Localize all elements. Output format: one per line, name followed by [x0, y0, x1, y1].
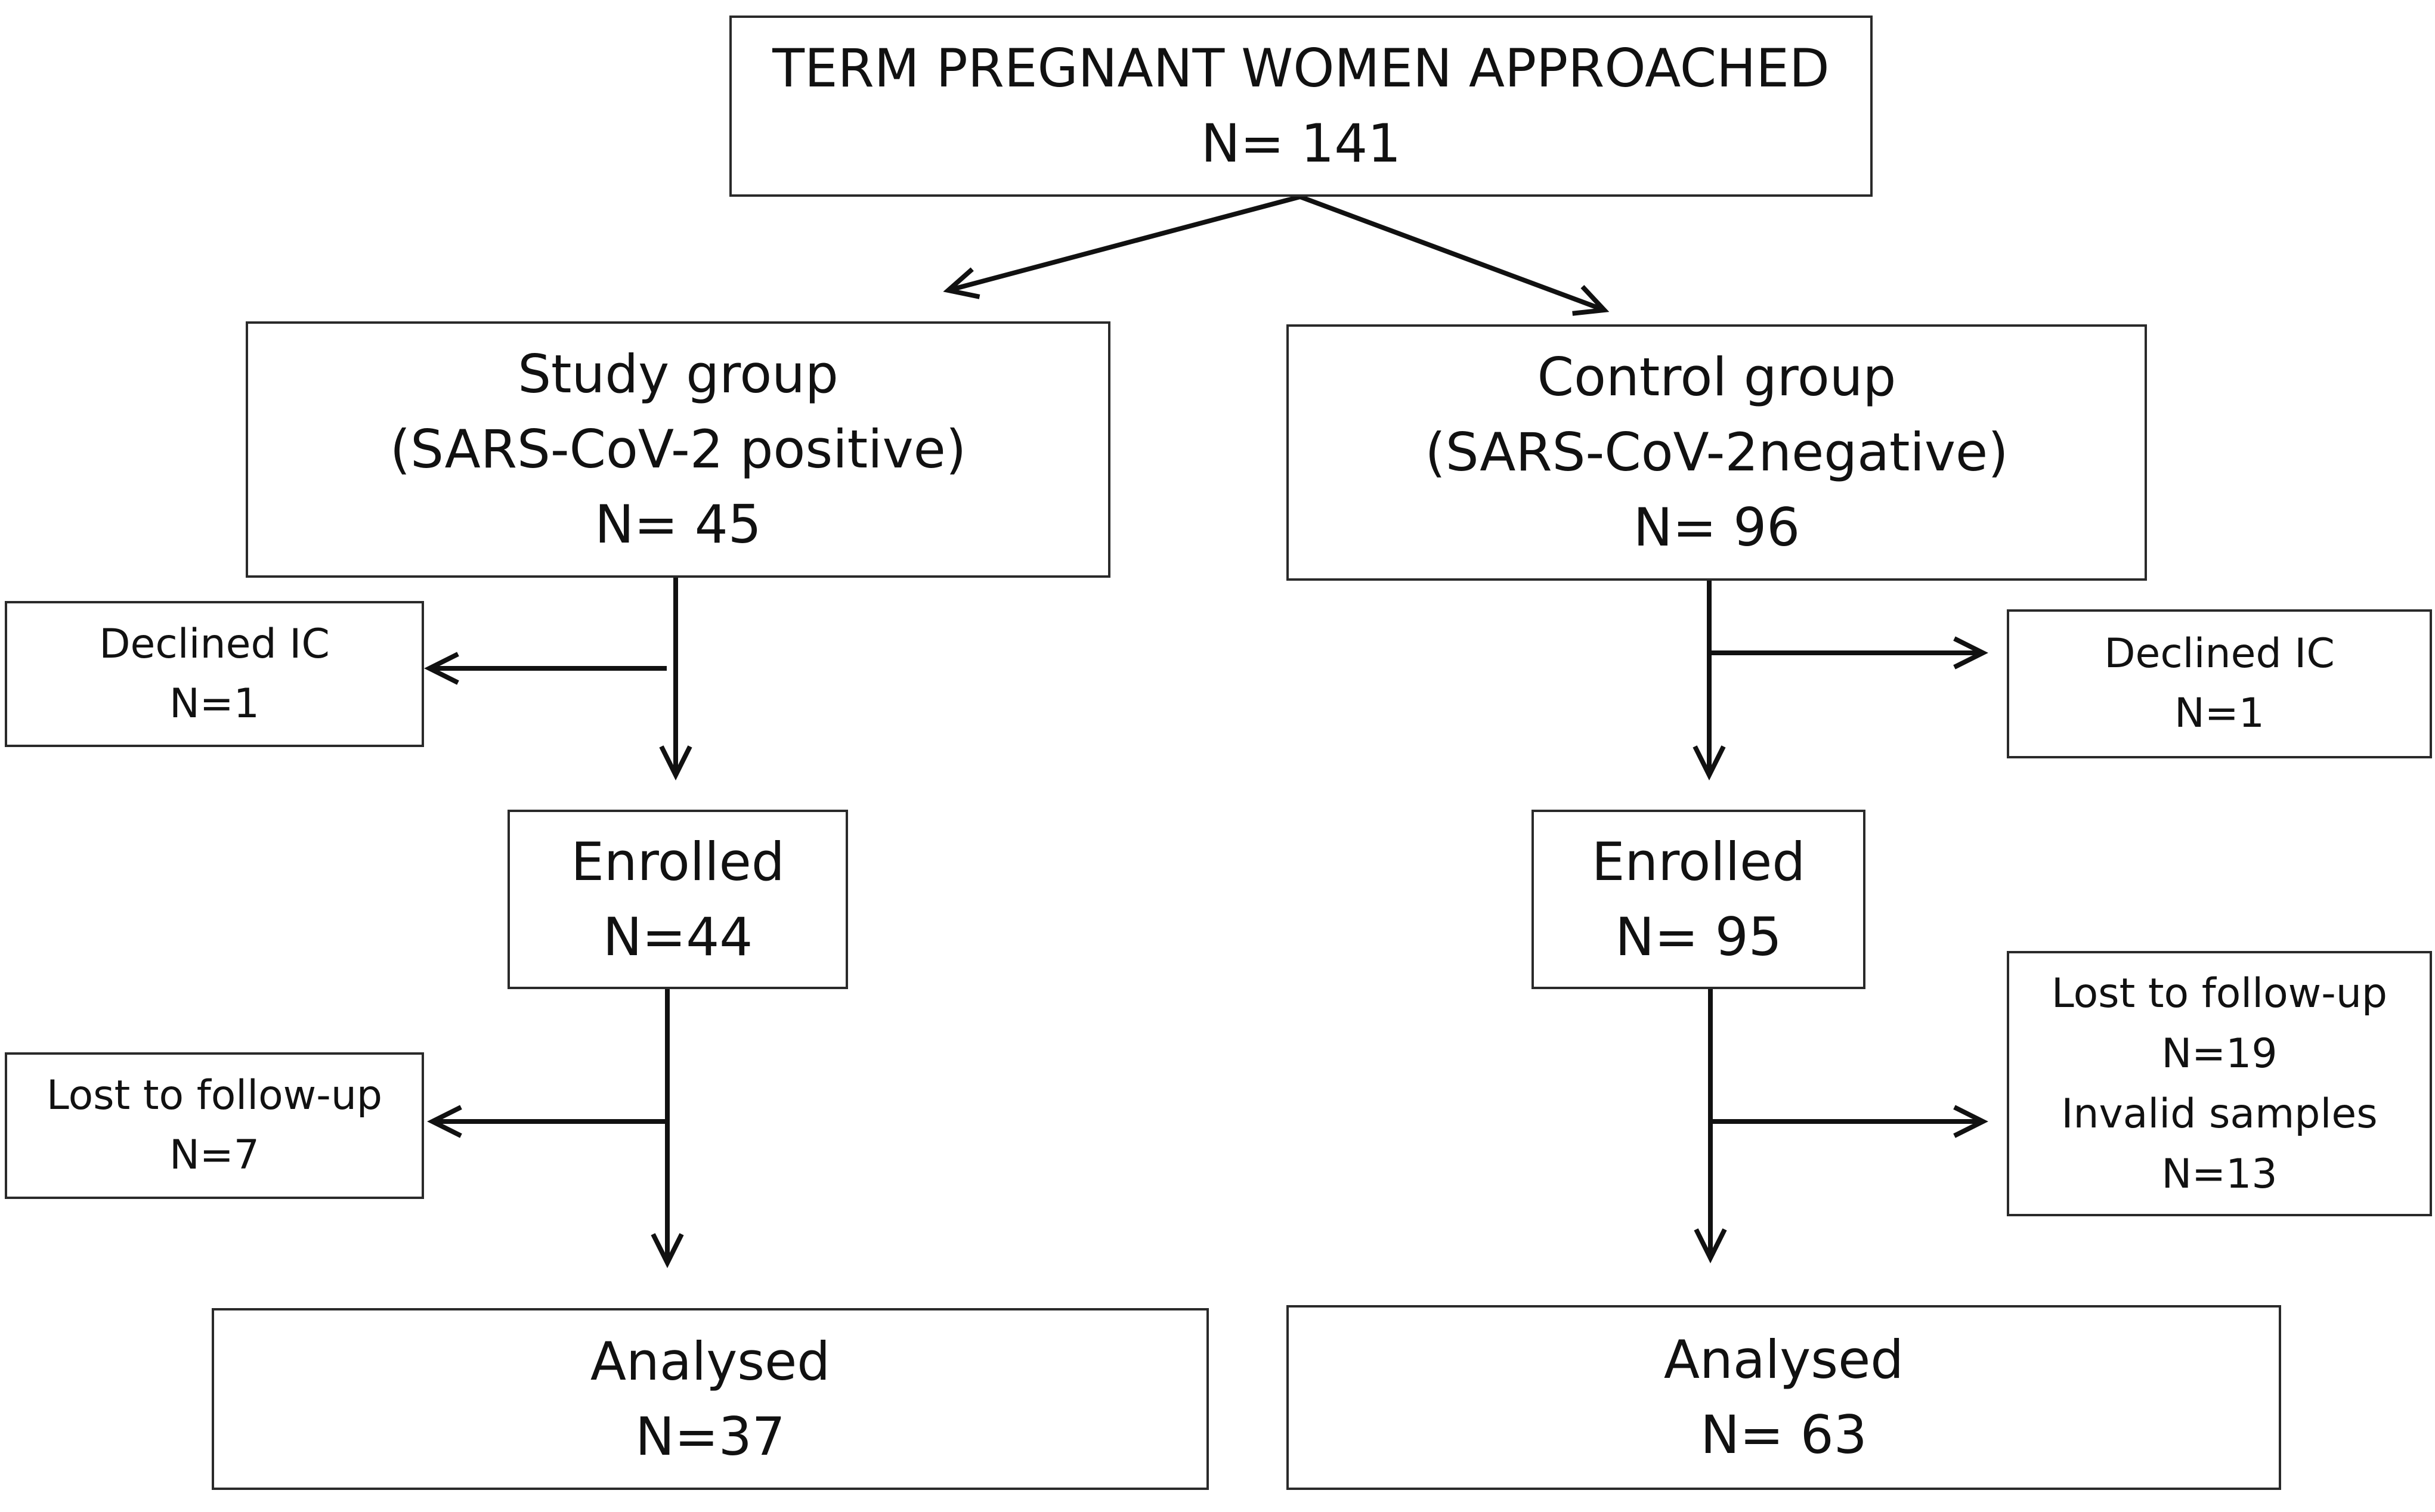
study-group-box: Study group (SARS-CoV-2 positive) N= 45	[246, 321, 1110, 578]
study-declined-label: Declined IC	[99, 620, 330, 668]
control-group-title: Control group	[1537, 346, 1896, 408]
study-enrolled-label: Enrolled	[571, 831, 785, 893]
study-lost-label: Lost to follow-up	[46, 1072, 383, 1119]
control-enrolled-label: Enrolled	[1591, 831, 1806, 893]
control-enrolled-box: Enrolled N= 95	[1531, 810, 1865, 989]
study-enrolled-count: N=44	[602, 906, 753, 968]
study-group-title: Study group	[518, 343, 839, 405]
study-declined-count: N=1	[169, 680, 260, 727]
study-enrolled-box: Enrolled N=44	[508, 810, 848, 989]
control-analysed-count: N= 63	[1700, 1404, 1867, 1465]
study-analysed-count: N=37	[635, 1405, 785, 1467]
control-group-count: N= 96	[1633, 497, 1800, 558]
control-lost-count: N=19	[2161, 1030, 2278, 1077]
study-group-count: N= 45	[595, 494, 762, 555]
arrow-to-control-group	[1299, 194, 1610, 316]
study-lost-box: Lost to follow-up N=7	[5, 1052, 424, 1199]
study-declined-box: Declined IC N=1	[5, 601, 424, 747]
arrow-to-study-group	[943, 194, 1301, 299]
approached-count: N= 141	[1201, 113, 1401, 174]
approached-box: TERM PREGNANT WOMEN APPROACHED N= 141	[729, 16, 1873, 197]
control-enrolled-count: N= 95	[1615, 906, 1782, 968]
control-declined-label: Declined IC	[2104, 630, 2335, 677]
control-invalid-count: N=13	[2161, 1150, 2278, 1198]
study-analysed-label: Analysed	[590, 1330, 831, 1392]
control-group-subtitle: (SARS-CoV-2negative)	[1425, 422, 2009, 483]
control-group-box: Control group (SARS-CoV-2negative) N= 96	[1286, 324, 2147, 581]
control-analysed-label: Analysed	[1663, 1329, 1904, 1390]
study-group-subtitle: (SARS-CoV-2 positive)	[389, 419, 967, 480]
control-lost-box: Lost to follow-up N=19 Invalid samples N…	[2007, 951, 2432, 1216]
study-lost-count: N=7	[169, 1132, 260, 1179]
control-analysed-box: Analysed N= 63	[1286, 1305, 2281, 1490]
control-invalid-label: Invalid samples	[2061, 1090, 2378, 1138]
control-declined-box: Declined IC N=1	[2007, 609, 2432, 758]
study-analysed-box: Analysed N=37	[212, 1308, 1209, 1490]
approached-title: TERM PREGNANT WOMEN APPROACHED	[772, 38, 1830, 99]
control-declined-count: N=1	[2174, 690, 2265, 737]
control-lost-label: Lost to follow-up	[2051, 969, 2388, 1017]
